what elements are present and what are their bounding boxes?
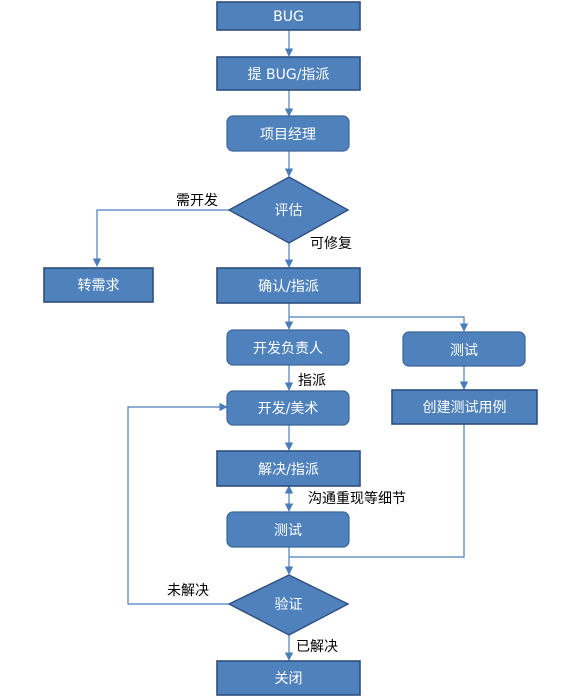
node-confirm-assign: 确认/指派 — [216, 267, 361, 304]
node-close-label: 关闭 — [275, 671, 303, 687]
node-dev-lead-label: 开发负责人 — [253, 341, 323, 357]
edge-testcase-to-verify — [289, 424, 465, 558]
node-evaluate: 评估 — [227, 176, 350, 244]
node-dev-art: 开发/美术 — [226, 390, 350, 426]
node-confirm-assign-label: 确认/指派 — [258, 279, 319, 295]
node-dev-lead: 开发负责人 — [226, 329, 350, 366]
node-project-manager-label: 项目经理 — [260, 127, 316, 143]
edge-confirm-to-test — [289, 316, 469, 332]
node-test-top-label: 测试 — [450, 343, 478, 359]
node-dev-art-label: 开发/美术 — [258, 401, 319, 417]
node-close: 关闭 — [216, 660, 361, 696]
label-resolved: 已解决 — [296, 639, 338, 655]
node-bug-label: BUG — [273, 9, 304, 25]
connectors — [92, 30, 469, 661]
node-report-assign-label: 提 BUG/指派 — [248, 67, 330, 83]
node-test-mid: 测试 — [226, 511, 350, 548]
node-resolve-assign-label: 解决/指派 — [258, 462, 319, 478]
node-create-test-case: 创建测试用例 — [391, 389, 538, 425]
node-create-test-case-label: 创建测试用例 — [423, 400, 507, 416]
node-verify-label: 验证 — [275, 597, 303, 613]
label-assign: 指派 — [298, 373, 326, 389]
node-report-assign: 提 BUG/指派 — [216, 56, 361, 91]
node-evaluate-label: 评估 — [275, 203, 303, 219]
node-verify: 验证 — [227, 574, 350, 636]
node-to-requirement: 转需求 — [43, 267, 154, 303]
node-to-requirement-label: 转需求 — [78, 278, 120, 294]
node-test-mid-label: 测试 — [274, 523, 302, 539]
node-bug: BUG — [216, 1, 361, 31]
edge-verify-loop-to-devart — [127, 402, 229, 605]
label-communicate: 沟通重现等细节 — [308, 490, 406, 507]
edge-evaluate-to-requirement — [92, 209, 229, 267]
node-project-manager: 项目经理 — [226, 115, 350, 152]
label-fixable: 可修复 — [310, 235, 352, 252]
label-unresolved: 未解决 — [167, 583, 209, 599]
node-resolve-assign: 解决/指派 — [216, 450, 361, 487]
node-test-top: 测试 — [402, 331, 526, 367]
label-needs-dev: 需开发 — [176, 193, 218, 209]
